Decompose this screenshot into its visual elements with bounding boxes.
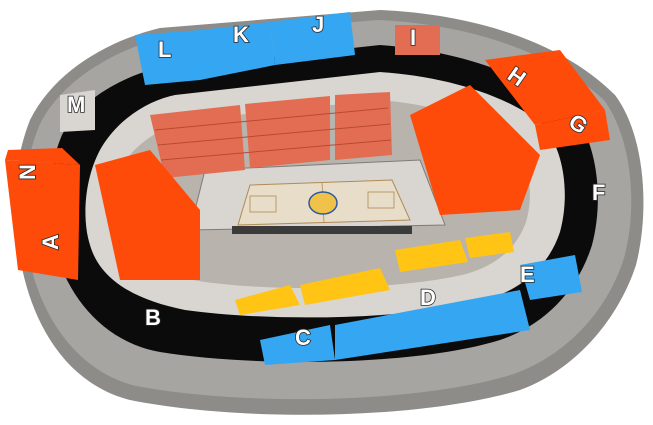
- sector-c[interactable]: [260, 325, 335, 365]
- sector-n[interactable]: [5, 148, 80, 165]
- yellow-block-1[interactable]: [235, 285, 300, 315]
- sector-l[interactable]: [135, 30, 200, 85]
- team-logo-icon: [308, 191, 338, 215]
- sector-j[interactable]: [270, 12, 355, 65]
- sector-f[interactable]: [410, 85, 540, 215]
- yellow-block-2[interactable]: [300, 268, 390, 305]
- sector-m[interactable]: [60, 90, 95, 132]
- yellow-block-3[interactable]: [395, 240, 468, 272]
- yellow-block-4[interactable]: [465, 232, 514, 258]
- sector-g[interactable]: [535, 110, 610, 150]
- basketball-court: [232, 179, 412, 234]
- sector-a[interactable]: [5, 160, 80, 280]
- right-key: [367, 191, 395, 209]
- sector-i[interactable]: [395, 25, 440, 55]
- left-key: [249, 195, 277, 213]
- stand-block: [245, 96, 330, 168]
- sector-k[interactable]: [200, 22, 275, 80]
- yellow-courtside-seating: [235, 232, 514, 315]
- sector-e[interactable]: [520, 255, 582, 300]
- sector-d[interactable]: [335, 290, 530, 360]
- sector-h[interactable]: [485, 50, 605, 125]
- sector-b[interactable]: [95, 150, 200, 280]
- scorer-table: [232, 226, 412, 234]
- north-stands: [150, 92, 392, 178]
